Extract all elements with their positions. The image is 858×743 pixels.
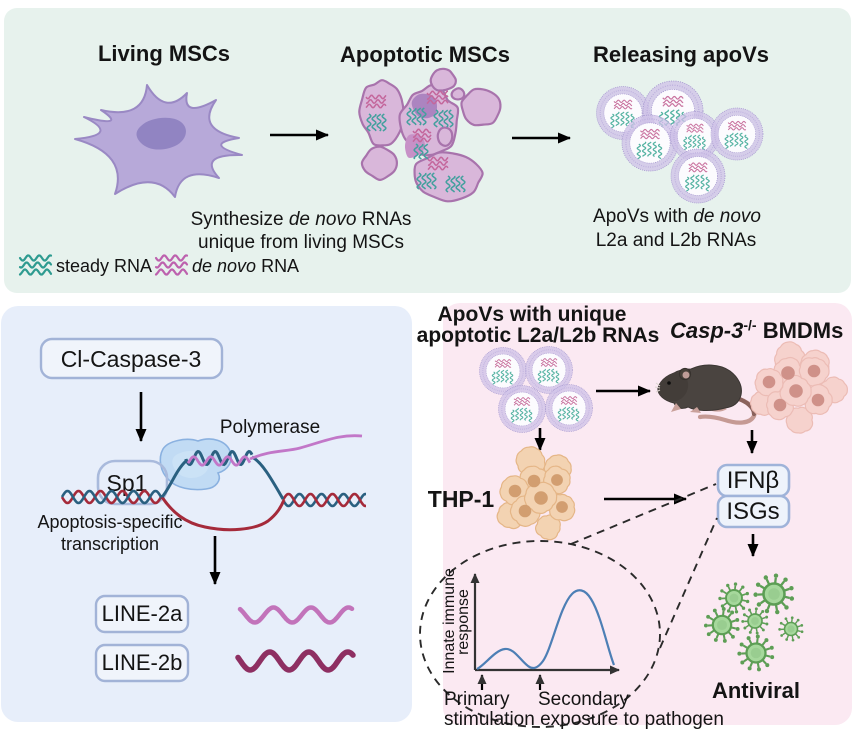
svg-text:LINE-2a: LINE-2a xyxy=(102,601,183,626)
svg-text:Secondary: Secondary xyxy=(538,689,629,710)
svg-text:Releasing apoVs: Releasing apoVs xyxy=(593,42,769,67)
svg-text:steady RNA: steady RNA xyxy=(56,256,152,276)
svg-text:Cl-Caspase-3: Cl-Caspase-3 xyxy=(61,346,202,372)
svg-text:Innate immune: Innate immune xyxy=(441,568,458,674)
svg-text:IFNβ: IFNβ xyxy=(727,467,779,494)
svg-text:de novo RNA: de novo RNA xyxy=(192,256,299,276)
svg-text:Primary: Primary xyxy=(444,689,510,710)
svg-text:Casp-3-/- BMDMs: Casp-3-/- BMDMs xyxy=(670,317,843,343)
svg-text:stimulation exposure to pathog: stimulation exposure to pathogen xyxy=(444,709,724,730)
svg-text:L2a and L2b RNAs: L2a and L2b RNAs xyxy=(596,230,757,251)
svg-text:response: response xyxy=(455,589,472,655)
svg-text:ISGs: ISGs xyxy=(726,498,779,525)
svg-text:apoptotic L2a/L2b RNAs: apoptotic L2a/L2b RNAs xyxy=(417,324,660,347)
svg-text:Apoptotic MSCs: Apoptotic MSCs xyxy=(340,42,510,67)
svg-text:transcription: transcription xyxy=(61,534,159,554)
svg-text:Antiviral: Antiviral xyxy=(712,678,800,703)
svg-text:LINE-2b: LINE-2b xyxy=(102,650,183,675)
svg-text:THP-1: THP-1 xyxy=(428,486,495,512)
svg-text:Polymerase: Polymerase xyxy=(220,417,320,438)
svg-text:Synthesize de novo RNAs: Synthesize de novo RNAs xyxy=(191,209,412,230)
svg-text:ApoVs with unique: ApoVs with unique xyxy=(438,303,627,326)
svg-text:Apoptosis-specific: Apoptosis-specific xyxy=(37,512,182,532)
svg-text:Living MSCs: Living MSCs xyxy=(98,41,230,66)
svg-text:ApoVs with de novo: ApoVs with de novo xyxy=(593,206,761,227)
svg-text:unique from living MSCs: unique from living MSCs xyxy=(198,232,404,253)
